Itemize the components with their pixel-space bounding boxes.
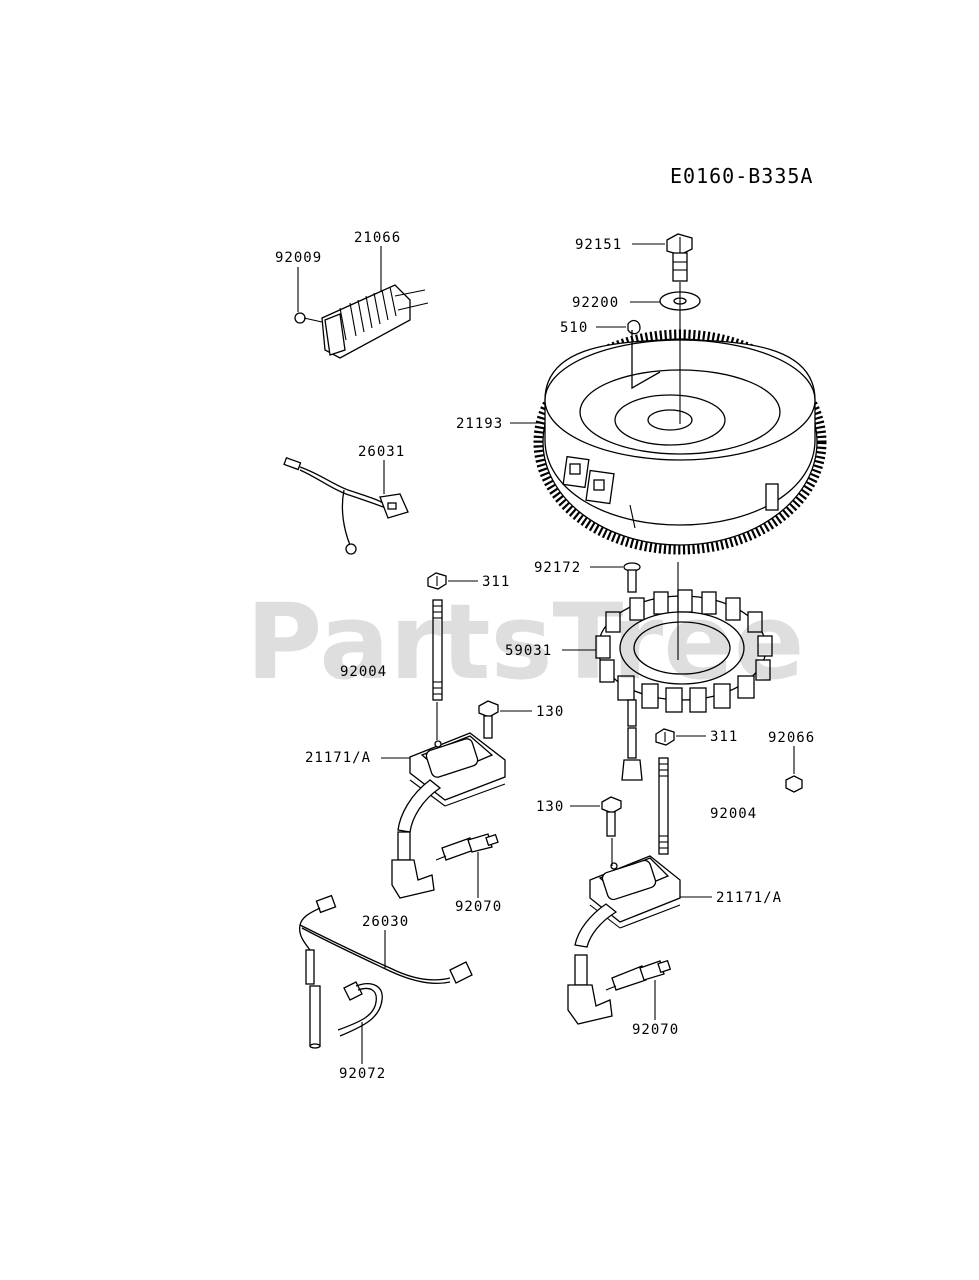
- label-311-left[interactable]: 311: [482, 574, 510, 590]
- label-21171-left[interactable]: 21171/A: [305, 750, 371, 766]
- wire-harness-26031[interactable]: [283, 456, 409, 555]
- label-21193[interactable]: 21193: [456, 416, 503, 432]
- bolt-130-left[interactable]: [478, 700, 499, 739]
- label-92172[interactable]: 92172: [534, 560, 581, 576]
- ignition-coil-21171-right[interactable]: [574, 838, 681, 948]
- stud-92004-right[interactable]: [658, 757, 669, 855]
- regulator-21066[interactable]: [321, 284, 429, 359]
- label-130-left[interactable]: 130: [536, 704, 564, 720]
- screw-92009[interactable]: [294, 312, 323, 324]
- sheet-code: E0160-B335A: [670, 164, 813, 188]
- label-510[interactable]: 510: [560, 320, 588, 336]
- plug-cap-left[interactable]: [391, 831, 435, 899]
- bolt-130-right[interactable]: [601, 796, 622, 837]
- label-92151[interactable]: 92151: [575, 237, 622, 253]
- label-92200[interactable]: 92200: [572, 295, 619, 311]
- label-92070-left[interactable]: 92070: [455, 899, 502, 915]
- label-59031[interactable]: 59031: [505, 643, 552, 659]
- label-21066[interactable]: 21066: [354, 230, 401, 246]
- stator-59031[interactable]: [595, 589, 773, 781]
- label-21171-right[interactable]: 21171/A: [716, 890, 782, 906]
- label-311-right[interactable]: 311: [710, 729, 738, 745]
- nut-311-left[interactable]: [427, 572, 447, 590]
- wire-harness-26030[interactable]: [298, 894, 473, 1049]
- watermark: PartsTree: [246, 581, 804, 703]
- spark-plug-92070-right[interactable]: [605, 959, 672, 991]
- lead-wire-92072[interactable]: [337, 981, 383, 1037]
- label-92070-right[interactable]: 92070: [632, 1022, 679, 1038]
- nut-92066[interactable]: [785, 775, 803, 793]
- spark-plug-92070-left[interactable]: [435, 833, 499, 861]
- ignition-coil-21171-left[interactable]: [397, 732, 506, 833]
- plug-cap-right[interactable]: [567, 954, 613, 1025]
- label-26031[interactable]: 26031: [358, 444, 405, 460]
- label-92004-left[interactable]: 92004: [340, 664, 387, 680]
- label-92072[interactable]: 92072: [339, 1066, 386, 1082]
- label-130-right[interactable]: 130: [536, 799, 564, 815]
- label-26030[interactable]: 26030: [362, 914, 409, 930]
- screw-92172[interactable]: [623, 562, 641, 593]
- label-92009[interactable]: 92009: [275, 250, 322, 266]
- nut-311-right[interactable]: [655, 728, 675, 746]
- bolt-92151[interactable]: [666, 233, 693, 282]
- key-510[interactable]: [627, 319, 641, 335]
- label-92066[interactable]: 92066: [768, 730, 815, 746]
- stud-92004-left[interactable]: [432, 599, 443, 701]
- label-92004-right[interactable]: 92004: [710, 806, 757, 822]
